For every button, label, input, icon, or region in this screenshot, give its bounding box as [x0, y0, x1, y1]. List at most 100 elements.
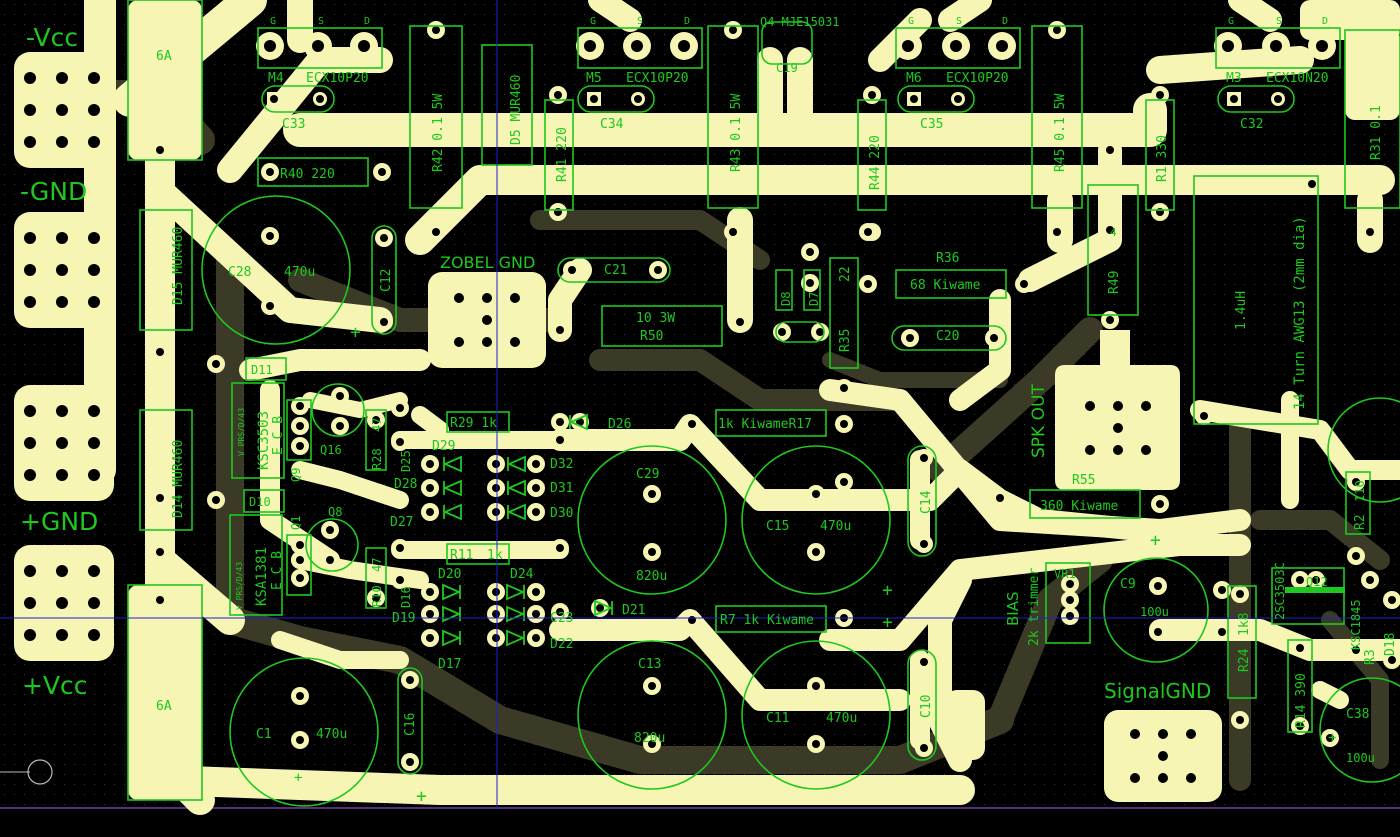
c10-label: C10	[919, 695, 934, 718]
m5-pin-g: G	[590, 16, 596, 27]
q1-ecb-label: E C B	[270, 551, 285, 590]
c20-label: C20	[936, 329, 959, 344]
r55-label: R55	[1072, 473, 1095, 488]
q12-part-b: KSC1845	[1349, 599, 1363, 650]
c1-label: C1	[256, 727, 272, 742]
r3-label: R3	[1363, 649, 1378, 665]
c38-label: C38	[1346, 707, 1369, 722]
m4-part: ECX10P20	[306, 71, 369, 86]
c33-label: C33	[282, 117, 305, 132]
r35-label: R35	[838, 329, 853, 352]
c15-value: 470u	[820, 519, 851, 534]
m5-part: ECX10P20	[626, 71, 689, 86]
q4-label: Q4 MJE15031	[760, 15, 839, 29]
r44-label: R44 220	[868, 135, 883, 190]
d20-label: D20	[438, 567, 461, 582]
q9-label: Q9	[289, 468, 303, 482]
c21-label: C21	[604, 263, 627, 278]
r28-label: R28	[370, 448, 384, 470]
r41-label: R41 220	[555, 127, 570, 182]
plus-c1: +	[416, 786, 427, 807]
r10-value: 47	[370, 558, 384, 572]
inductor-value: 1.4uH	[1234, 291, 1249, 330]
d17-label: D17	[438, 657, 461, 672]
r31-label: R31 0.1	[1369, 105, 1384, 160]
d14-label: D14 MUR460	[171, 440, 186, 518]
label-pos-vcc: +Vcc	[22, 671, 88, 700]
c13-value: 820u	[634, 731, 665, 746]
d30-label: D30	[550, 506, 573, 521]
c14-label: C14	[919, 490, 934, 514]
r36-label: R36	[936, 251, 959, 266]
m6-pin-d: D	[1002, 16, 1008, 27]
r24-label: R24	[1237, 648, 1252, 672]
m3-part: ECX10N20	[1266, 71, 1329, 86]
label-signal-gnd: SignalGND	[1104, 679, 1211, 703]
c29-label: C29	[636, 467, 659, 482]
plus-c38: +	[1328, 730, 1336, 746]
d31-label: D31	[550, 481, 573, 496]
r24-value: 1k8	[1237, 613, 1252, 636]
q9-part-label: KSC3503	[256, 411, 272, 470]
r1-label: R1 330	[1155, 135, 1170, 182]
fuse-top-label: 6A	[156, 49, 172, 64]
q9-sub-label: V PRS/D/43	[237, 408, 246, 456]
q12-label: Q12	[1306, 575, 1328, 589]
c32-label: C32	[1240, 117, 1263, 132]
m3-pin-s: S	[1276, 16, 1282, 27]
d22-label: D22	[550, 637, 573, 652]
q16-label: Q16	[320, 443, 342, 457]
c9-label: C9	[1120, 577, 1136, 592]
vr1-label: VR1	[1054, 567, 1076, 581]
m4-pin-g: G	[270, 16, 276, 27]
connector-labels: -Vcc -GND +GND +Vcc ZOBEL GND SPK OUT Si…	[20, 23, 1211, 703]
d5-label: D5 MUR460	[509, 75, 524, 145]
d15-label: D15 MUR460	[171, 227, 186, 305]
c28-label: C28	[228, 265, 251, 280]
q12-part-a: 2SC3503C	[1273, 562, 1287, 620]
d29-label: D29	[432, 439, 455, 454]
d7-label: D7	[807, 292, 821, 306]
q1-label: Q1	[289, 516, 303, 530]
r42-label: R42 0.1 5W	[431, 94, 446, 172]
r49-label: R49	[1107, 271, 1122, 294]
d32-label: D32	[550, 457, 573, 472]
c9-value: 100u	[1140, 605, 1169, 619]
m6-pin-s: S	[956, 16, 962, 27]
d10-label: D10	[249, 495, 271, 509]
label-neg-vcc: -Vcc	[26, 23, 78, 52]
top-copper-layer	[14, 0, 1400, 815]
m5-pin-d: D	[684, 16, 690, 27]
m4-pin-d: D	[364, 16, 370, 27]
r40-label: R40 220	[280, 167, 335, 182]
d25-label: D25	[399, 450, 413, 472]
m5-pin-s: S	[637, 16, 643, 27]
label-spk-out: SPK OUT	[1029, 384, 1049, 458]
m3-pin-g: G	[1228, 16, 1234, 27]
plus-c15: +	[882, 580, 893, 601]
d26-label: D26	[608, 417, 631, 432]
trimmer-label: BIAS	[1004, 592, 1022, 627]
r11-label: R11	[450, 548, 473, 563]
c23-label: C23	[550, 611, 573, 626]
c1-value: 470u	[316, 727, 347, 742]
q8-label: Q8	[328, 505, 342, 519]
d21-label: D21	[622, 603, 645, 618]
r7-label: R7 1k Kiwame	[720, 613, 814, 628]
m3-ref: M3	[1226, 71, 1242, 86]
plus-c9: +	[1150, 530, 1161, 551]
d18-label: D18	[1383, 633, 1398, 656]
r11-value: 1k	[487, 548, 503, 563]
q1-part-label: KSA1381	[254, 547, 270, 606]
r29-label: R29 1k	[450, 416, 497, 431]
r50-value: 10 3W	[636, 311, 675, 326]
r55-value: 360 Kiwame	[1040, 499, 1118, 514]
r10-label: R10	[370, 585, 384, 607]
c11-value: 470u	[826, 711, 857, 726]
plus-c11: +	[882, 612, 893, 633]
m4-ref: M4	[268, 71, 284, 86]
c34-label: C34	[600, 117, 624, 132]
r36-value: 68 Kiwame	[910, 278, 981, 293]
c29-value: 820u	[636, 569, 667, 584]
